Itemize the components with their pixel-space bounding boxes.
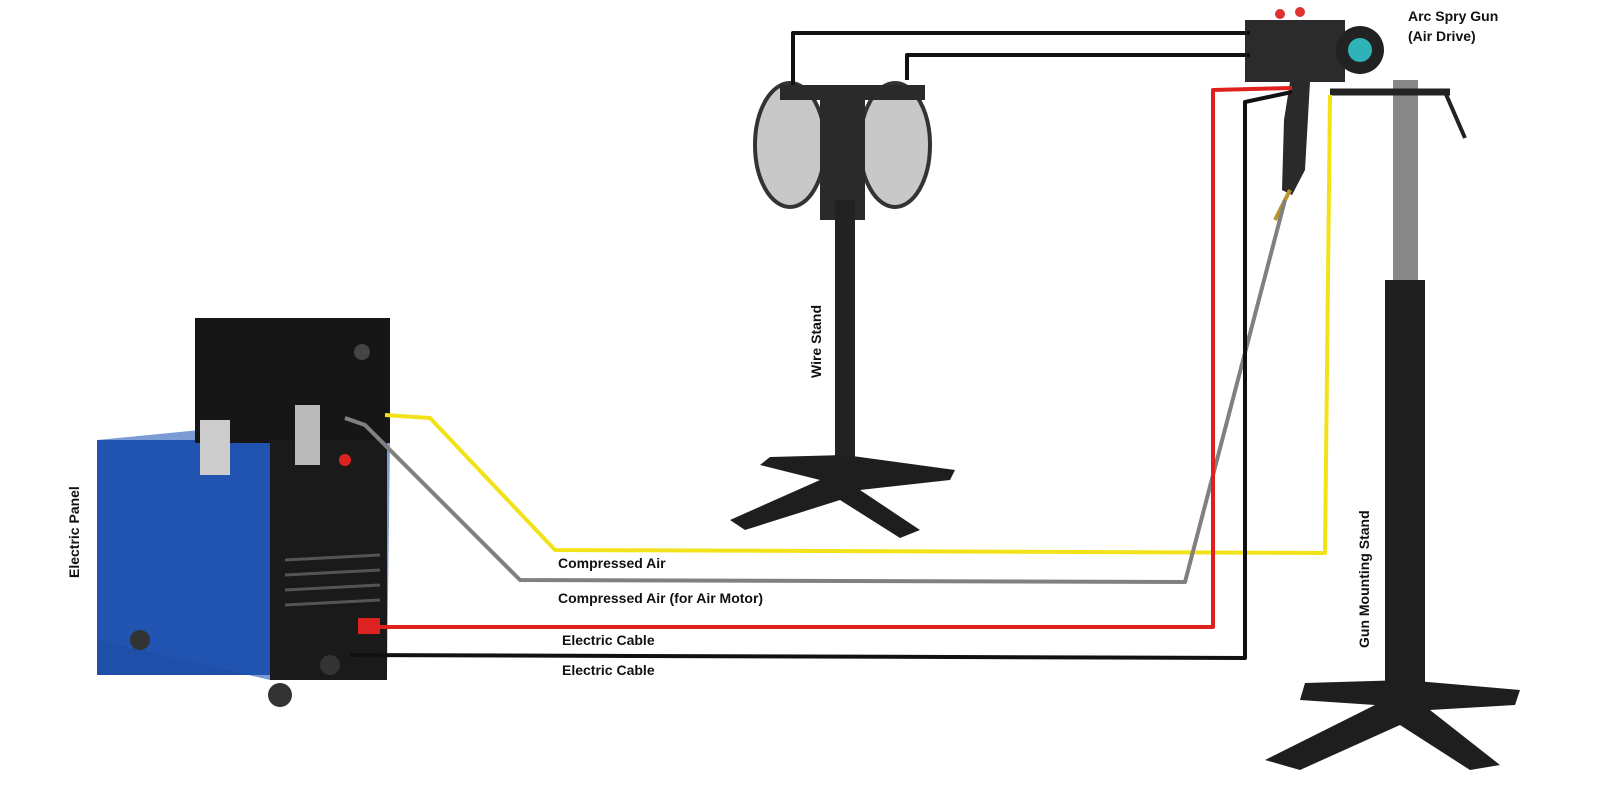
electric-panel-label: Electric Panel [66, 486, 82, 578]
compressed-air-motor-label: Compressed Air (for Air Motor) [558, 590, 764, 606]
wire-cable-top-2 [905, 53, 1250, 80]
arc-spray-gun [1245, 7, 1384, 221]
electric-cable-red [380, 86, 1293, 629]
electric-cable-label-1: Electric Cable [562, 632, 655, 648]
compressed-air-motor-line [344, 199, 1287, 584]
compressed-air-label: Compressed Air [558, 555, 666, 571]
compressed-air-line [384, 94, 1332, 555]
gun-mounting-stand [1265, 80, 1520, 770]
wire-stand-label: Wire Stand [808, 305, 824, 378]
wire-stand [730, 81, 955, 538]
gun-sublabel: (Air Drive) [1408, 28, 1476, 44]
wire-cable-top-1 [791, 31, 1250, 85]
gun-label: Arc Spry Gun [1408, 8, 1499, 24]
gun-mounting-stand-label: Gun Mounting Stand [1356, 510, 1372, 648]
electric-cable-label-2: Electric Cable [562, 662, 655, 678]
electric-cable-black [349, 90, 1293, 660]
electric-panel [97, 318, 390, 707]
